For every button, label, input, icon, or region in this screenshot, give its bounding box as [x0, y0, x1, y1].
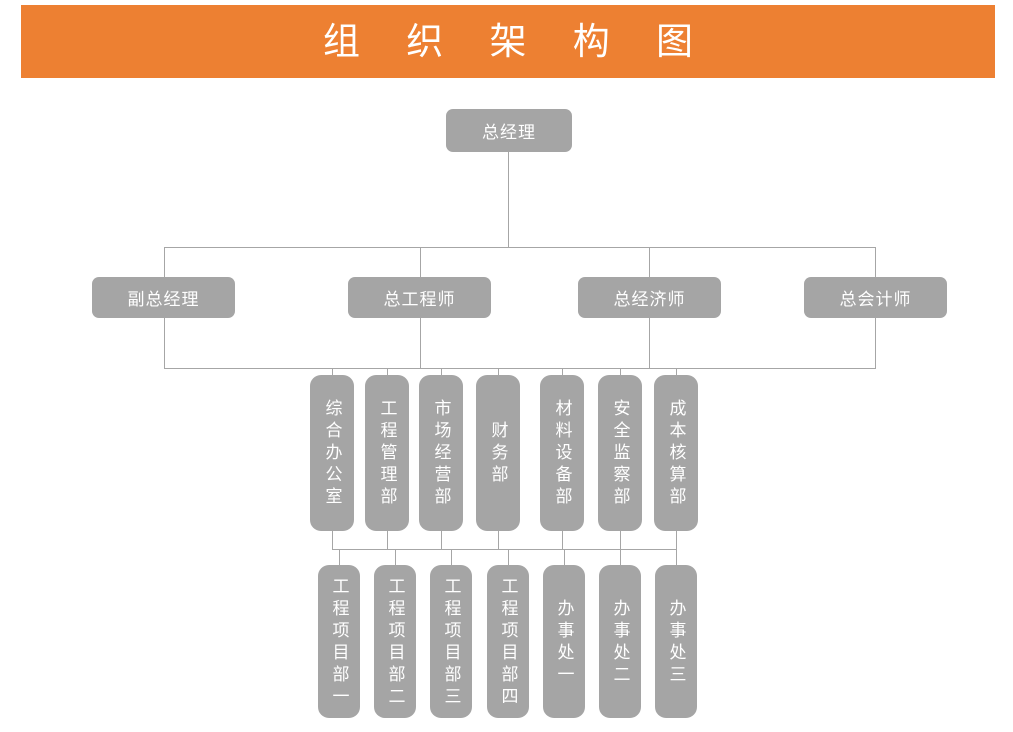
node-label: 工程项目部一	[329, 576, 349, 709]
connector-bus-level4	[332, 549, 677, 550]
node-label: 工程项目部二	[385, 576, 405, 709]
node-label: 副总经理	[127, 290, 200, 309]
node-label: 总经济师	[613, 290, 686, 309]
node-label: 财务部	[488, 421, 508, 487]
node-label: 办事处二	[610, 598, 630, 687]
node-engineering-management[interactable]: 工程管理部	[365, 375, 409, 531]
node-project-department-2[interactable]: 工程项目部二	[374, 565, 416, 718]
node-project-department-3[interactable]: 工程项目部三	[430, 565, 472, 718]
connector-drop-chief-engineer	[420, 247, 421, 277]
node-label: 办事处一	[554, 598, 574, 687]
connector-drop-branch-office-2	[620, 549, 621, 565]
node-project-department-1[interactable]: 工程项目部一	[318, 565, 360, 718]
node-label: 办事处三	[666, 598, 686, 687]
node-general-manager[interactable]: 总经理	[446, 109, 572, 152]
node-branch-office-2[interactable]: 办事处二	[599, 565, 641, 718]
connector-drop-finance	[498, 368, 499, 376]
node-label: 安全监察部	[610, 399, 630, 509]
node-materials-equipment[interactable]: 材料设备部	[540, 375, 584, 531]
connector-drop-safety-supervision	[620, 368, 621, 376]
connector-riser-materials-equipment	[562, 531, 563, 549]
node-general-office[interactable]: 综合办公室	[310, 375, 354, 531]
title-banner: 组 织 架 构 图	[21, 5, 995, 78]
node-label: 总工程师	[383, 290, 456, 309]
connector-drop-chief-economist	[649, 247, 650, 277]
node-branch-office-1[interactable]: 办事处一	[543, 565, 585, 718]
page-title: 组 织 架 构 图	[322, 21, 712, 62]
connector-drop-cost-accounting	[676, 368, 677, 376]
connector-riser-cost-accounting	[676, 531, 677, 549]
connector-drop-project-dept-2	[395, 549, 396, 565]
node-label: 成本核算部	[666, 399, 686, 509]
connector-drop-deputy-gm	[164, 247, 165, 277]
connector-riser-chief-economist	[649, 318, 650, 368]
connector-riser-safety-supervision	[620, 531, 621, 549]
connector-drop-project-dept-3	[451, 549, 452, 565]
node-market-operations[interactable]: 市场经营部	[419, 375, 463, 531]
node-chief-economist[interactable]: 总经济师	[578, 277, 721, 318]
connector-riser-deputy-gm	[164, 318, 165, 368]
connector-drop-branch-office-3	[676, 549, 677, 565]
node-label: 市场经营部	[431, 399, 451, 509]
connector-drop-chief-accountant	[875, 247, 876, 277]
node-cost-accounting[interactable]: 成本核算部	[654, 375, 698, 531]
connector-riser-finance	[498, 531, 499, 549]
node-label: 工程项目部四	[498, 576, 518, 709]
node-project-department-4[interactable]: 工程项目部四	[487, 565, 529, 718]
node-label: 总经理	[482, 123, 536, 142]
node-label: 总会计师	[839, 290, 912, 309]
node-chief-accountant[interactable]: 总会计师	[804, 277, 947, 318]
connector-riser-market-operations	[441, 531, 442, 549]
connector-riser-chief-engineer	[420, 318, 421, 368]
connector-gm-stem	[508, 152, 509, 247]
connector-drop-market-operations	[441, 368, 442, 376]
connector-drop-general-office	[332, 368, 333, 376]
node-branch-office-3[interactable]: 办事处三	[655, 565, 697, 718]
connector-drop-branch-office-1	[564, 549, 565, 565]
node-label: 工程管理部	[377, 399, 397, 509]
connector-drop-project-dept-4	[508, 549, 509, 565]
node-label: 工程项目部三	[441, 576, 461, 709]
connector-riser-chief-accountant	[875, 318, 876, 368]
connector-bus-level2	[164, 247, 876, 248]
connector-riser-general-office	[332, 531, 333, 549]
connector-drop-engineering-mgmt	[387, 368, 388, 376]
connector-riser-engineering-mgmt	[387, 531, 388, 549]
node-finance[interactable]: 财务部	[476, 375, 520, 531]
connector-bus-level3	[164, 368, 876, 369]
node-label: 材料设备部	[552, 399, 572, 509]
connector-drop-project-dept-1	[339, 549, 340, 565]
node-deputy-general-manager[interactable]: 副总经理	[92, 277, 235, 318]
node-label: 综合办公室	[322, 399, 342, 509]
node-chief-engineer[interactable]: 总工程师	[348, 277, 491, 318]
node-safety-supervision[interactable]: 安全监察部	[598, 375, 642, 531]
connector-drop-materials-equipment	[562, 368, 563, 376]
